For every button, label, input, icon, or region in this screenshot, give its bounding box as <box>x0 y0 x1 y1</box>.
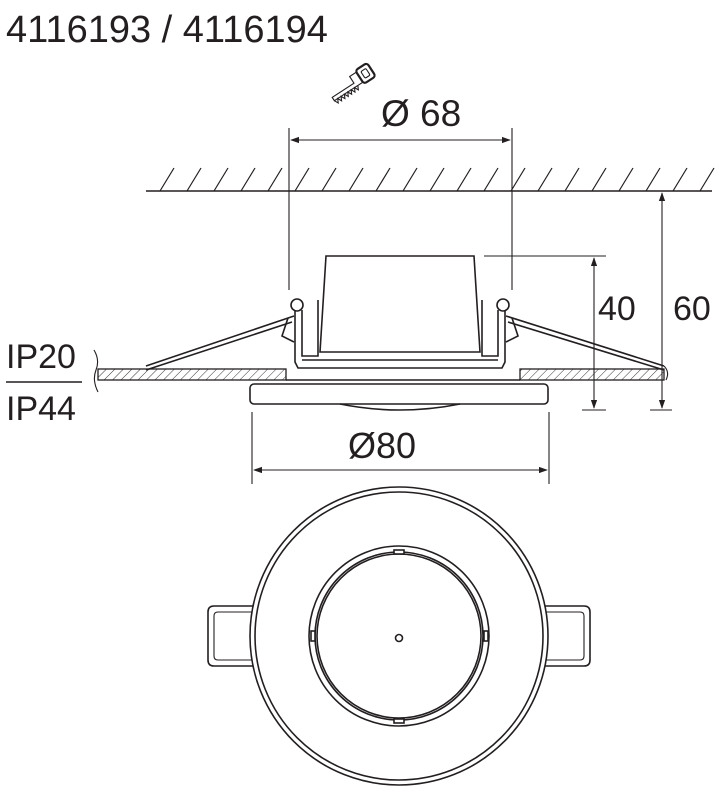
ceiling-hatch-mark <box>699 167 715 192</box>
ceiling-hatch-mark <box>645 167 661 192</box>
notch-left <box>310 630 316 642</box>
spring-clip-left <box>145 298 304 371</box>
ceiling-hatch-mark <box>402 167 418 192</box>
body-height-label: 40 <box>598 290 636 328</box>
ceiling-hatch-mark <box>537 167 553 192</box>
ip-rating-lower: IP44 <box>6 390 76 428</box>
luminaire-top-view <box>207 486 591 786</box>
notch-right <box>483 630 489 642</box>
ceiling-hatch-mark <box>213 167 229 192</box>
center-point <box>394 633 404 643</box>
ceiling-hatch-mark <box>564 167 580 192</box>
outer-diameter-label: Ø80 <box>348 425 416 466</box>
total-height-label: 60 <box>673 290 711 328</box>
ceiling-hatch-mark <box>294 167 310 192</box>
ceiling <box>146 167 715 192</box>
ceiling-hatch-mark <box>618 167 634 192</box>
ceiling-hatch-mark <box>591 167 607 192</box>
ceiling-hatch-mark <box>321 167 337 192</box>
ceiling-hatch-mark <box>267 167 283 192</box>
ceiling-hatch-mark <box>510 167 526 192</box>
ip-rating: IP20 IP44 <box>6 338 82 428</box>
ceiling-hatch-mark <box>429 167 445 192</box>
ceiling-hatch-mark <box>672 167 688 192</box>
cutout-diameter-label: Ø 68 <box>381 93 461 134</box>
trim-inner-ring <box>254 491 544 781</box>
ip-rating-upper: IP20 <box>6 338 76 376</box>
luminaire-housing <box>294 304 506 369</box>
ceiling-hatch-mark <box>375 167 391 192</box>
ceiling-hatch-mark <box>240 167 256 192</box>
ceiling-hatch-mark <box>186 167 202 192</box>
housing-ring <box>308 545 490 727</box>
diffuser-lens <box>339 403 461 411</box>
notch-top <box>393 549 405 555</box>
ceiling-hatch-mark <box>348 167 364 192</box>
luminaire-side-view <box>145 255 665 411</box>
ceiling-hatch-mark <box>159 167 175 192</box>
luminaire-body <box>319 255 481 353</box>
spring-clip-right <box>496 298 665 371</box>
ceiling-hatch-mark <box>483 167 499 192</box>
notch-bottom <box>393 718 405 724</box>
ceiling-board <box>93 349 669 393</box>
luminaire-trim <box>249 383 549 405</box>
product-title: 4116193 / 4116194 <box>6 9 328 51</box>
saw-icon <box>331 62 376 105</box>
ceiling-hatch-mark <box>456 167 472 192</box>
